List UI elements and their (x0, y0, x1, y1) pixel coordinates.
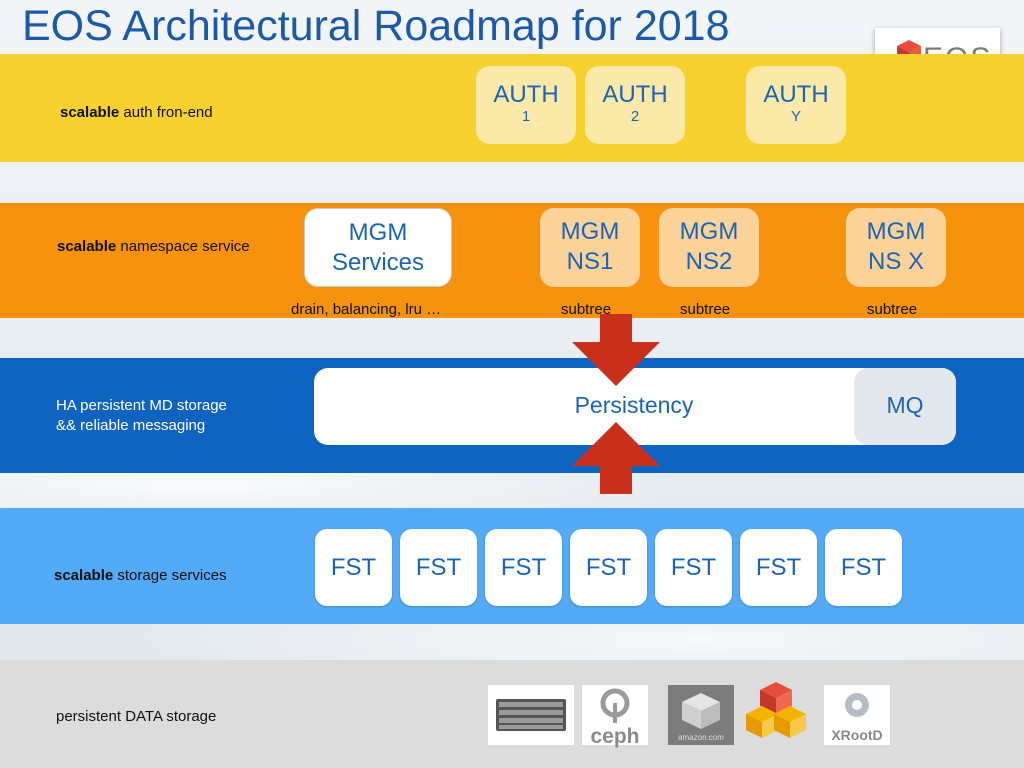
server-rack-logo (488, 685, 574, 745)
xrootd-icon (845, 693, 869, 717)
eos-cubes-logo (740, 680, 812, 752)
arrow-up-icon (572, 422, 660, 494)
mgm-nsx-caption: subtree (867, 301, 918, 318)
mgm-ns2-caption: subtree (680, 301, 731, 318)
storage-layer-label: scalable storage services (54, 567, 227, 584)
persistency-box: Persistency MQ (314, 368, 956, 445)
fst-box-2: FST (400, 529, 477, 606)
data-storage-label: persistent DATA storage (56, 708, 217, 725)
fst-box-1: FST (315, 529, 392, 606)
amazon-box-icon (682, 693, 720, 729)
amazon-logo: amazon.com (668, 685, 734, 745)
fst-box-6: FST (740, 529, 817, 606)
ceph-icon (600, 688, 630, 723)
persistency-label: Persistency (574, 392, 694, 418)
fst-box-7: FST (825, 529, 902, 606)
fst-box-5: FST (655, 529, 732, 606)
arrow-down-icon (572, 314, 660, 386)
auth-layer-label: scalable auth fron-end (60, 104, 213, 121)
mgm-ns1-caption: subtree (561, 301, 612, 318)
xrootd-logo: XRootD (824, 685, 890, 745)
eos-cubes-large-icon (746, 682, 806, 738)
md-storage-label-line1: HA persistent MD storage (56, 397, 227, 414)
fst-box-3: FST (485, 529, 562, 606)
md-storage-label-line2: && reliable messaging (56, 417, 206, 434)
namespace-layer-label: scalable namespace service (57, 238, 250, 255)
mgm-services-caption: drain, balancing, lru … (291, 301, 442, 318)
server-rack-icon (496, 699, 566, 731)
fst-box-4: FST (570, 529, 647, 606)
page-title: EOS Architectural Roadmap for 2018 (22, 2, 730, 50)
mq-box: MQ (854, 368, 956, 445)
ceph-logo: ceph (582, 685, 648, 748)
